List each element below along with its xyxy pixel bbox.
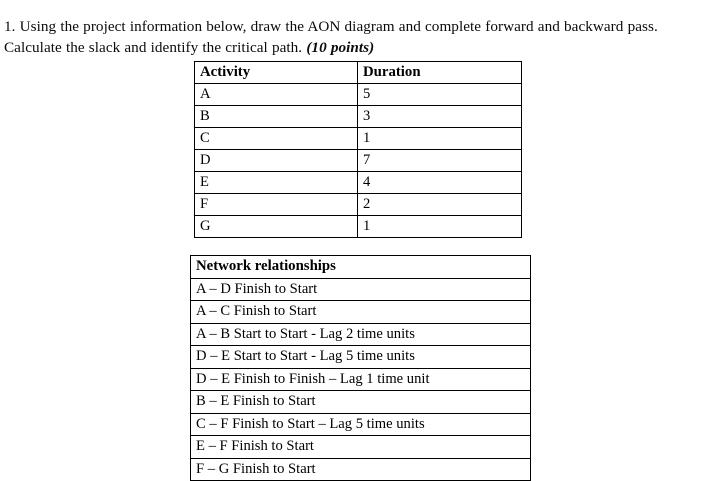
cell-relationship: D – E Start to Start - Lag 5 time units <box>190 345 531 369</box>
cell-duration: 5 <box>357 83 522 106</box>
column-header-duration: Duration <box>357 61 522 84</box>
points-label: (10 points) <box>306 38 375 56</box>
table-row: B – E Finish to Start <box>190 390 531 414</box>
cell-relationship: A – D Finish to Start <box>190 277 531 301</box>
table-row: F 2 <box>194 193 522 216</box>
cell-duration: 1 <box>357 215 522 238</box>
activity-duration-table: Activity Duration A 5 B 3 C 1 D 7 E 4 F … <box>194 61 522 238</box>
cell-duration: 3 <box>357 105 522 128</box>
column-header-activity: Activity <box>194 61 358 84</box>
table-row: A 5 <box>194 83 522 106</box>
table-row: D 7 <box>194 149 522 172</box>
cell-relationship: A – B Start to Start - Lag 2 time units <box>190 322 531 346</box>
table-header-row: Activity Duration <box>194 61 522 84</box>
table-row: D – E Finish to Finish – Lag 1 time unit <box>190 367 531 391</box>
table-row: A – B Start to Start - Lag 2 time units <box>190 322 531 346</box>
cell-relationship: D – E Finish to Finish – Lag 1 time unit <box>190 367 531 391</box>
cell-duration: 4 <box>357 171 522 194</box>
cell-activity: F <box>194 193 358 216</box>
table-row: A – D Finish to Start <box>190 277 531 301</box>
cell-activity: B <box>194 105 358 128</box>
table-row: G 1 <box>194 215 522 238</box>
cell-relationship: F – G Finish to Start <box>190 457 531 481</box>
cell-activity: E <box>194 171 358 194</box>
cell-relationship: A – C Finish to Start <box>190 300 531 324</box>
table-row: E – F Finish to Start <box>190 435 531 459</box>
column-header-network-relationships: Network relationships <box>190 255 531 279</box>
question-text: 1. Using the project information below, … <box>4 18 658 56</box>
cell-activity: D <box>194 149 358 172</box>
table-row: C 1 <box>194 127 522 150</box>
question-prompt: 1. Using the project information below, … <box>4 17 694 58</box>
table-row: D – E Start to Start - Lag 5 time units <box>190 345 531 369</box>
table-row: F – G Finish to Start <box>190 457 531 481</box>
table-row: A – C Finish to Start <box>190 300 531 324</box>
cell-duration: 1 <box>357 127 522 150</box>
cell-relationship: E – F Finish to Start <box>190 435 531 459</box>
cell-activity: G <box>194 215 358 238</box>
table-row: E 4 <box>194 171 522 194</box>
table-header-row: Network relationships <box>190 255 531 279</box>
cell-duration: 2 <box>357 193 522 216</box>
network-relationships-table: Network relationships A – D Finish to St… <box>190 255 531 481</box>
cell-activity: A <box>194 83 358 106</box>
table-row: B 3 <box>194 105 522 128</box>
cell-relationship: C – F Finish to Start – Lag 5 time units <box>190 412 531 436</box>
table-row: C – F Finish to Start – Lag 5 time units <box>190 412 531 436</box>
cell-duration: 7 <box>357 149 522 172</box>
cell-relationship: B – E Finish to Start <box>190 390 531 414</box>
cell-activity: C <box>194 127 358 150</box>
